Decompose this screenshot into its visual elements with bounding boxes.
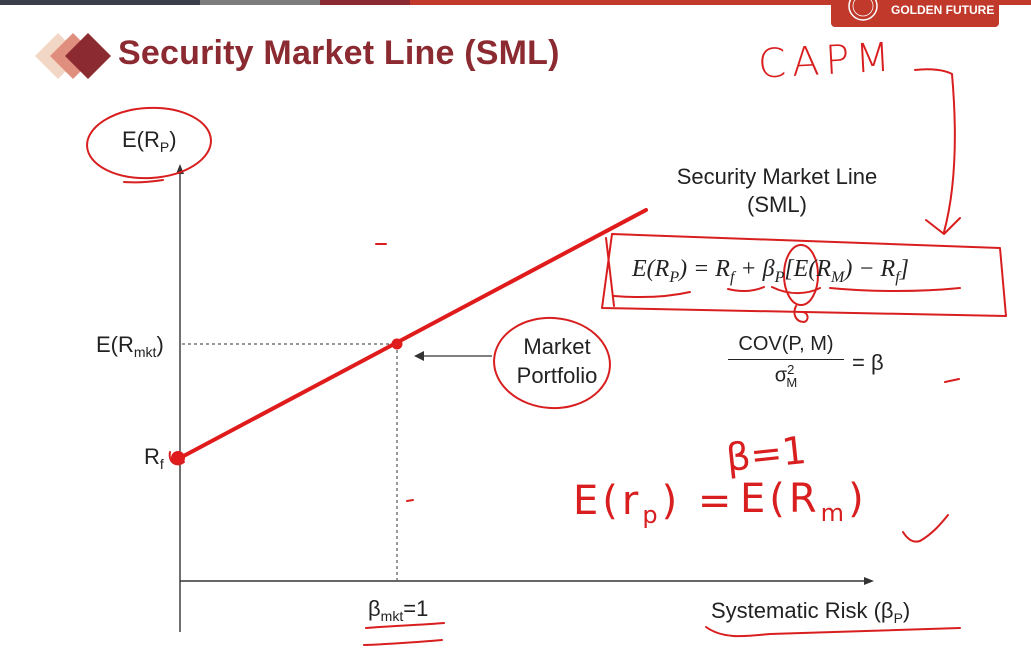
seal-icon [848,0,878,21]
ink-beta-equals-one: β=1 [723,427,809,481]
x-axis-arrow-icon [864,577,874,585]
ink-market-return: E(Rm) [740,476,868,527]
market-portfolio-label: Market Portfolio [516,334,598,388]
sml-label: Security Market Line (SML) [676,164,878,217]
ink-arrow-capm [914,68,961,235]
y-axis-label: E(RP) [122,127,177,155]
beta-denominator: σ2M [774,362,798,390]
ink-underline-xlabel [705,626,961,638]
slide-title: Security Market Line (SML) [118,34,560,72]
capm-formula: E(RP) = Rf + βP[E(RM) − Rf] [632,256,909,286]
ink-tick-beta [793,305,809,323]
beta-mkt-label: βmkt=1 [368,596,429,624]
top-accent-bar [410,0,1031,5]
risk-free-point [171,451,185,465]
market-portfolio-point [391,338,403,350]
beta-numerator: COV(P, M) [728,333,844,360]
top-accent-bar [320,0,410,5]
ink-dash-2 [406,499,414,502]
ink-underline-beta-mkt-2 [363,639,443,646]
ink-dash-3 [944,378,960,383]
ink-checkmark [902,514,949,543]
market-pointer-arrow-icon [414,351,424,361]
ink-underline-beta-mkt-1 [365,622,445,629]
beta-equals: = β [852,350,884,375]
title-diamond-icon [35,33,111,79]
x-axis-label: Systematic Risk (βP) [711,598,911,626]
top-accent-bar [200,0,320,5]
ink-circle-ylabel [86,106,212,180]
logo-text: GOLDEN FUTURE [891,3,995,17]
ink-expected-return-equation: E(rp) = [573,478,736,529]
top-accent-bar [0,0,200,5]
ink-underline-ylabel [123,179,164,184]
market-return-label: E(Rmkt) [96,332,164,360]
beta-fraction: COV(P, M) σ2M [728,333,844,390]
ink-circle-market [493,316,611,410]
ink-capm-text: CAPM [756,34,898,88]
ink-rf-dot [168,451,185,466]
ink-box-formula [601,233,1007,317]
risk-free-label: Rf [144,444,164,472]
ink-circle-beta [783,244,819,306]
security-market-line [176,208,648,461]
ink-underline-rf [727,286,765,293]
university-logo: GOLDEN FUTURE [831,0,999,27]
